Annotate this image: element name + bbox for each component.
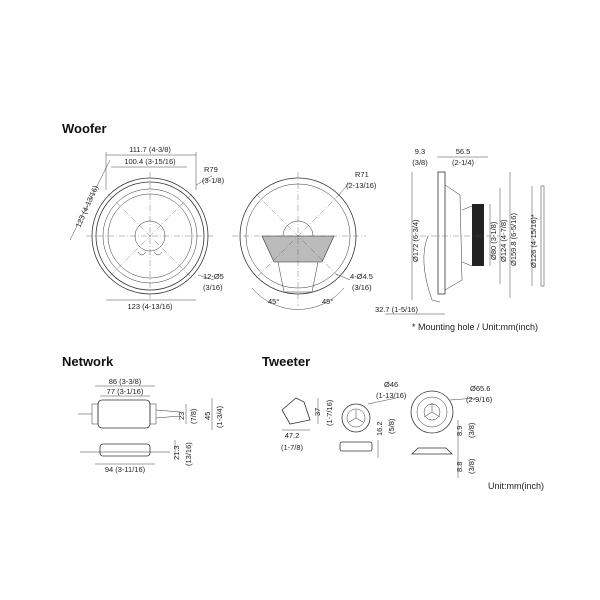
woofer-front-view (69, 152, 215, 301)
side-dia-frame: Ø159.8 (6-5/16) (509, 213, 518, 266)
woofer-width-outer: 111.7 (4-3/8) (129, 145, 171, 154)
woofer-radius-inch: (3-1/8) (202, 176, 225, 185)
tweeter-depth-small-inch: (5/8) (387, 418, 396, 434)
woofer-width-inner: 100.4 (3-15/16) (124, 157, 176, 166)
woofer-heading: Woofer (62, 121, 107, 136)
network-thickness-inch: (13/16) (184, 442, 193, 466)
woofer-radius: R79 (204, 165, 218, 174)
side-depth-inch: (2-1/4) (452, 158, 475, 167)
side-flange-inch: (3/8) (412, 158, 428, 167)
network-width-outer: 86 (3-3/8) (109, 377, 142, 386)
rear-holes: 4-Ø4.5 (350, 272, 373, 281)
network-height-inner: 23 (177, 412, 186, 420)
side-dia-magnet: Ø80 (3-1/8) (489, 221, 498, 260)
tweeter-top-large-inch: (3/8) (467, 422, 476, 438)
side-dia-mount: Ø126 (4-15/16)* (529, 214, 538, 268)
rear-angle-right: 45° (322, 297, 333, 306)
network-width-inner: 77 (3-1/16) (107, 387, 144, 396)
tweeter-dia-large: Ø65.6 (470, 384, 490, 393)
woofer-unit-note: * Mounting hole / Unit:mm(inch) (412, 322, 538, 332)
tweeter-height: 37 (313, 408, 322, 416)
woofer-rear-view (232, 172, 366, 310)
rear-angle-left: 45° (268, 297, 279, 306)
woofer-holes-inch: (3/16) (203, 283, 223, 292)
tweeter-top-large: 8.9 (455, 426, 464, 436)
tweeter-bottom-large-inch: (3/8) (467, 458, 476, 474)
tweeter-dia-large-inch: (2-9/16) (466, 395, 493, 404)
tweeter-width: 47.2 (285, 431, 300, 440)
side-dia-outer: Ø172 (6-3/4) (411, 219, 420, 262)
side-dia-basket: Ø124 (4-7/8) (499, 219, 508, 262)
rear-radius-inch: (2-13/16) (346, 181, 377, 190)
woofer-holes: 12-Ø5 (203, 272, 224, 281)
tweeter-drawing (281, 390, 477, 478)
tweeter-width-inch: (1-7/8) (281, 443, 304, 452)
tweeter-bottom-large: 8.8 (455, 462, 464, 472)
network-height-outer: 45 (203, 412, 212, 420)
network-heading: Network (62, 354, 114, 369)
woofer-bottom-width: 123 (4-13/16) (127, 302, 173, 311)
network-thickness: 21.3 (172, 445, 181, 460)
network-length: 94 (3-11/16) (105, 465, 146, 474)
tweeter-unit-note: Unit:mm(inch) (488, 481, 544, 491)
network-drawing (78, 385, 213, 465)
tweeter-depth-small: 16.2 (375, 421, 384, 436)
rear-holes-inch: (3/16) (352, 283, 372, 292)
woofer-diagonal: 123 (4-13/16) (74, 184, 101, 229)
tweeter-heading: Tweeter (262, 354, 310, 369)
side-flange: 9.3 (415, 147, 425, 156)
side-depth: 56.5 (456, 147, 471, 156)
side-grille-depth: 32.7 (1-5/16) (375, 305, 418, 314)
tweeter-height-inch: (1-7/16) (325, 399, 334, 426)
rear-radius: R71 (355, 170, 369, 179)
woofer-side-view (385, 156, 545, 315)
tweeter-dia-small: Ø46 (384, 380, 398, 389)
tweeter-dia-small-inch: (1-13/16) (376, 391, 407, 400)
network-height-inner-inch: (7/8) (189, 408, 198, 424)
network-height-outer-inch: (1-3/4) (215, 405, 224, 428)
